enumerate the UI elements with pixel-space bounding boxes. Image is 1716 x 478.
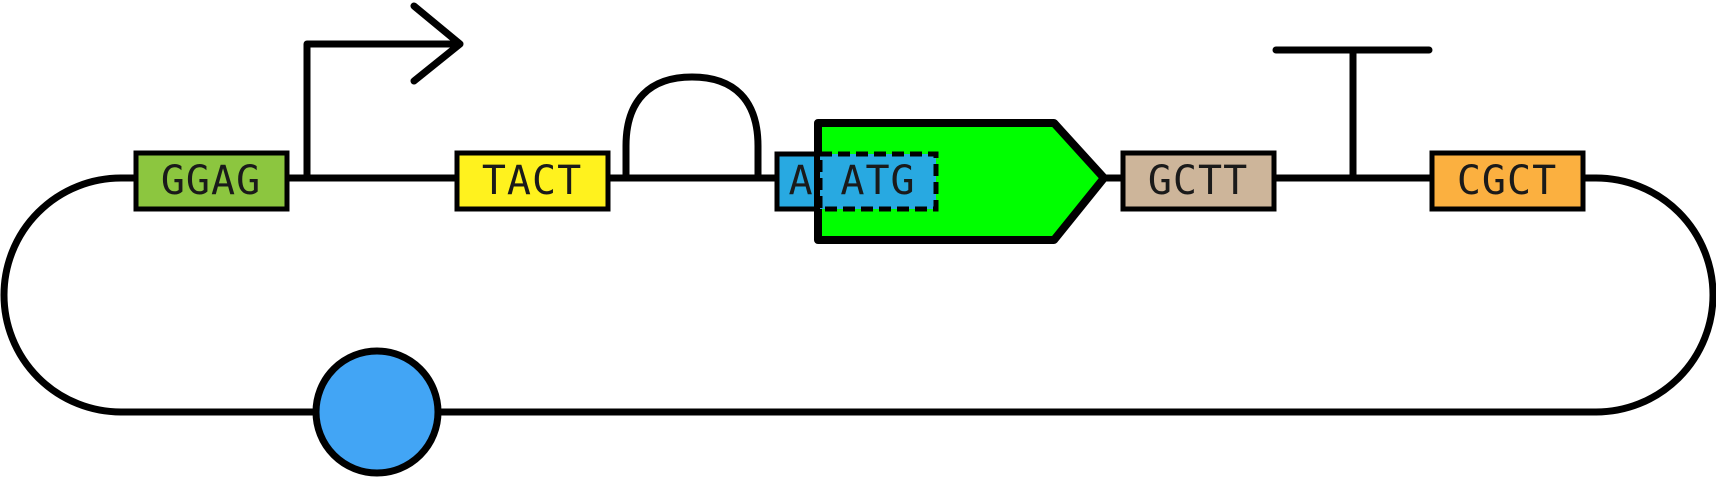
promoter-icon — [303, 2, 464, 182]
overhang-part-1: GGAG — [133, 150, 290, 212]
overhang-part-5: CGCT — [1429, 150, 1586, 212]
overhang-box-5 — [1429, 150, 1586, 212]
overhang-sequence-4: GCTT — [1148, 158, 1248, 204]
overhang-box-4 — [1120, 150, 1277, 212]
origin-of-replication-icon — [312, 347, 442, 477]
overhang-part-4: GCTT — [1120, 150, 1277, 212]
overhang-sequence-1: GGAG — [161, 158, 261, 204]
overhang-part-2: TACT — [454, 150, 611, 212]
overhang-box-1 — [133, 150, 290, 212]
start-codon-box — [817, 151, 939, 212]
ribosome-binding-site-icon — [622, 73, 762, 182]
overhang-sequence-2: TACT — [482, 158, 582, 204]
overhang-sequence-5: CGCT — [1457, 158, 1557, 204]
overhang-sequence-3: A — [788, 158, 813, 204]
start-codon-sequence: ATG — [840, 158, 915, 204]
terminator-icon — [1272, 46, 1433, 182]
plasmid-backbone — [0, 174, 1716, 416]
overhang-box-2 — [454, 150, 611, 212]
